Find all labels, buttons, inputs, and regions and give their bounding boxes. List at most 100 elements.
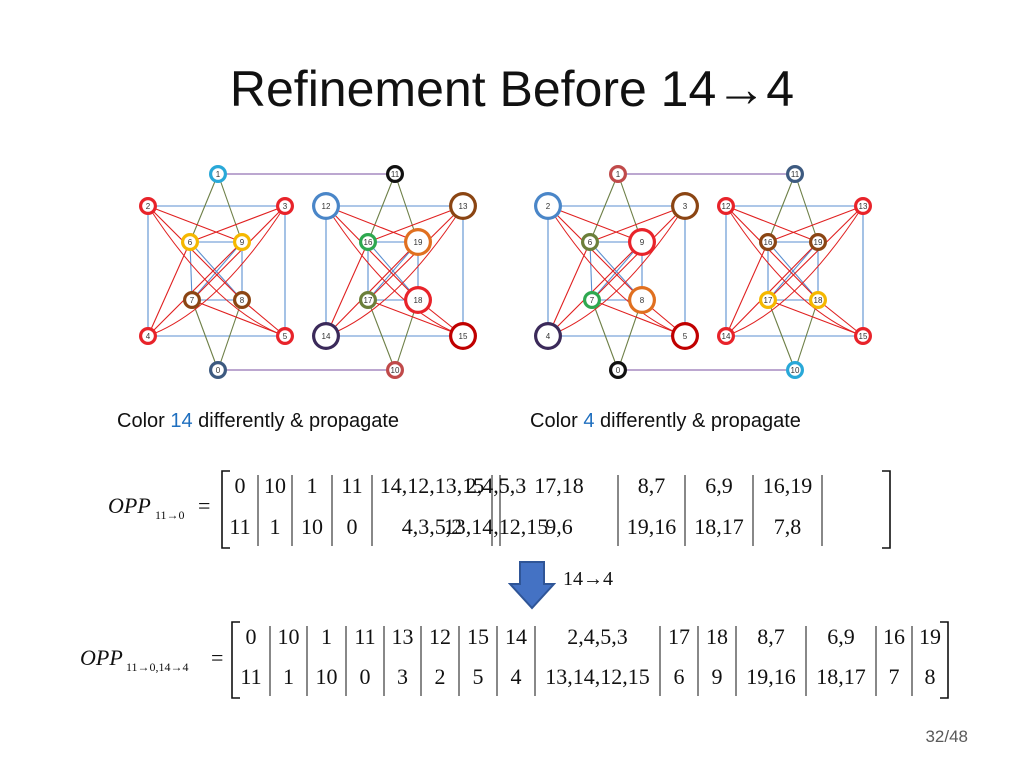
graph-right-node-16-label: 16 xyxy=(764,238,773,247)
graph-left-node-5: 5 xyxy=(276,327,294,345)
graph-left-node-10-core xyxy=(389,364,401,376)
graph-right-node-10: 10 xyxy=(786,361,804,379)
graph-right-node-7: 7 xyxy=(583,291,601,309)
graph-right-edge-15-17 xyxy=(767,299,864,337)
opp1-label: OPP xyxy=(108,493,151,518)
graph-left-node-18: 18 xyxy=(404,286,432,314)
graph-left-node-14: 14 xyxy=(312,322,340,350)
opp2-cell-bottom-0: 11 xyxy=(240,664,261,689)
graph-right-node-0-label: 0 xyxy=(616,366,621,375)
graph-right-node-11: 11 xyxy=(786,165,804,183)
opp2-cell-top-13: 16 xyxy=(883,624,905,649)
graph-right-node-19: 19 xyxy=(809,233,827,251)
graph-left-node-5-core xyxy=(279,330,291,342)
opp2-cell-top-6: 15 xyxy=(467,624,489,649)
opp2-cell-bottom-9: 6 xyxy=(674,664,685,689)
graph-left-edge-9-7 xyxy=(191,241,243,301)
opp2-cell-top-2: 1 xyxy=(321,624,332,649)
graph-left-edge-12-19 xyxy=(325,205,419,243)
graph-right-node-18: 18 xyxy=(809,291,827,309)
graph-left-node-3-label: 3 xyxy=(283,202,288,211)
graph-left-node-6-core xyxy=(184,236,196,248)
opp1-label-sub: 11→0 xyxy=(155,508,185,522)
opp1-cell-top-2: 1 xyxy=(307,473,318,498)
graph-left-node-8-core xyxy=(236,294,248,306)
opp1-bracket-right xyxy=(882,470,891,549)
graph-left-node-4: 4 xyxy=(139,327,157,345)
graph-right-edge-2-9 xyxy=(547,205,643,243)
opp1-cell-bottom-2: 10 xyxy=(301,514,323,539)
graph-left-node-17-core xyxy=(362,294,374,306)
opp2-cell-top-7: 14 xyxy=(505,624,527,649)
graph-left-arc-12-15 xyxy=(325,205,464,337)
graph-left-node-12-label: 12 xyxy=(322,202,331,211)
graph-left-edge-2-9 xyxy=(147,205,243,243)
graph-left-node-7-core xyxy=(186,294,198,306)
graph-right-edge-12-19 xyxy=(725,205,819,243)
graph-left-edge-2-8 xyxy=(147,205,243,301)
graph-left-node-4-core xyxy=(142,330,154,342)
opp2-cell-top-0: 0 xyxy=(246,624,257,649)
graph-left-edge-5-8 xyxy=(241,299,286,337)
graph-left-node-11-label: 11 xyxy=(391,170,400,179)
title-suffix: 4 xyxy=(766,61,795,117)
graph-left-node-11-core xyxy=(389,168,401,180)
graph-right-edge-5-7 xyxy=(591,299,686,337)
graph-left-edge-4-9 xyxy=(147,241,243,337)
graph-left-edge-12-18 xyxy=(325,205,419,301)
opp2-label-sub: 11→0,14→4 xyxy=(126,660,189,674)
graph-right-node-10-label: 10 xyxy=(791,366,800,375)
opp1-cell-top-0: 0 xyxy=(235,473,246,498)
graph-left-node-14-label: 14 xyxy=(322,332,331,341)
graph-left-edge-4-6 xyxy=(147,241,191,337)
graph-left-node-18-label: 18 xyxy=(414,296,423,305)
title-text: Refinement Before 14 xyxy=(229,61,717,117)
opp1-bracket-left xyxy=(221,470,230,549)
graph-right-node-1-label: 1 xyxy=(616,170,621,179)
graph-left-edge-0-7 xyxy=(191,299,219,371)
graph-left-node-1: 1 xyxy=(209,165,227,183)
graph-left-node-1-label: 1 xyxy=(216,170,221,179)
graph-right-node-9-core xyxy=(631,231,653,253)
opp2-cell-top-1: 10 xyxy=(278,624,300,649)
graph-right-node-1: 1 xyxy=(609,165,627,183)
graph-left-node-12: 12 xyxy=(312,192,340,220)
graph-left-edge-5-7 xyxy=(191,299,286,337)
opp2-cell-top-4: 13 xyxy=(392,624,414,649)
opp2-cell-top-12: 6,9 xyxy=(827,624,855,649)
graph-right-node-3: 3 xyxy=(671,192,699,220)
graph-left-edge-0-8 xyxy=(217,299,243,371)
graph-left-node-6: 6 xyxy=(181,233,199,251)
graph-right-edge-14-16 xyxy=(725,241,769,337)
opp1-cell-bottom-7: 19,16 xyxy=(627,514,677,539)
graph-right-node-5-core xyxy=(674,325,696,347)
opp1-cell-bottom-9: 7,8 xyxy=(774,514,802,539)
graph-left-node-16: 16 xyxy=(359,233,377,251)
opp1-cell-top-3: 11 xyxy=(341,473,362,498)
opp2-cell-bottom-13: 7 xyxy=(889,664,900,689)
graph-right-node-11-core xyxy=(789,168,801,180)
graph-right-node-13-label: 13 xyxy=(859,202,868,211)
graph-left-node-2-core xyxy=(142,200,154,212)
graph-right-node-6-label: 6 xyxy=(588,238,593,247)
graph-right-node-17: 17 xyxy=(759,291,777,309)
opp1-cell-bottom-0: 11 xyxy=(229,514,250,539)
opp1-cell-top-6: 17,18 xyxy=(534,473,584,498)
opp2-cell-bottom-11: 19,16 xyxy=(746,664,796,689)
opp2-bracket-right xyxy=(940,621,949,699)
arrow-label-left: 14 xyxy=(563,568,583,590)
graph-left-arc-13-14 xyxy=(325,205,464,337)
graph-right-node-5: 5 xyxy=(671,322,699,350)
graph-right-edge-13-17 xyxy=(767,205,864,301)
caption-left: Color 14 differently & propagate xyxy=(117,410,399,433)
graph-right-node-3-label: 3 xyxy=(683,202,688,211)
graph-left-node-11: 11 xyxy=(386,165,404,183)
opp2-label: OPP xyxy=(80,645,123,670)
arrow-label-arrow-icon: → xyxy=(583,568,603,590)
graph-left-edge-14-19 xyxy=(325,241,419,337)
graph-left-node-13-label: 13 xyxy=(459,202,468,211)
graph-left-node-15-core xyxy=(452,325,474,347)
graph-left-node-10-label: 10 xyxy=(391,366,400,375)
